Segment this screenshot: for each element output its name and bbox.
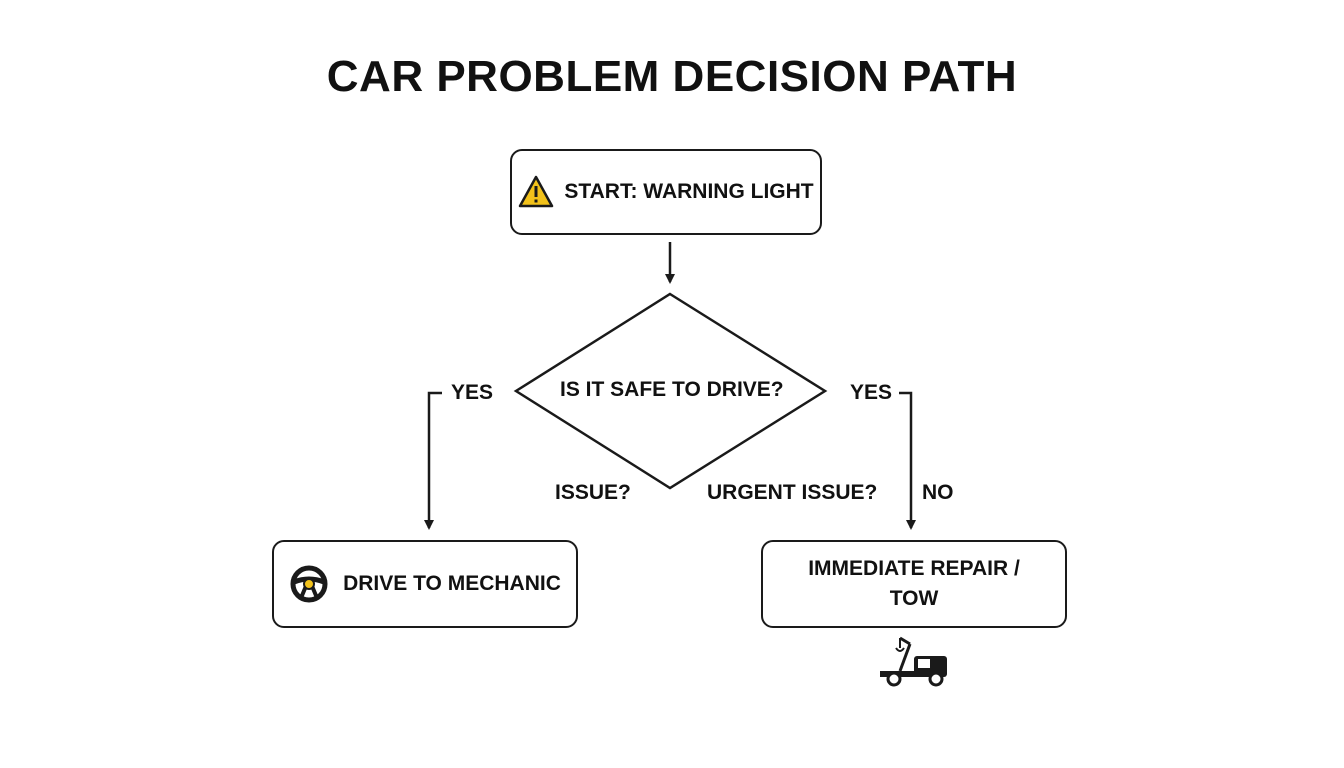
- edge-label-issue: ISSUE?: [555, 481, 631, 504]
- steering-wheel-icon: [290, 565, 328, 603]
- diagram-title: CAR PROBLEM DECISION PATH: [326, 52, 1018, 101]
- edge-label-yes-left: YES: [451, 381, 494, 404]
- tow-truck-icon: [880, 636, 947, 687]
- edge-label-urgent-issue: URGENT ISSUE?: [707, 481, 878, 504]
- start-node-label: START: WARNING LIGHT: [564, 180, 814, 203]
- drive-node: DRIVE TO MECHANIC: [272, 540, 578, 628]
- repair-node-label-line2: TOW: [889, 587, 939, 610]
- arrow-right-branch: [899, 391, 916, 530]
- decision-label: IS IT SAFE TO DRIVE?: [560, 378, 784, 401]
- edge-label-no: NO: [922, 481, 954, 504]
- arrow-left-branch: [424, 391, 442, 530]
- start-node: START: WARNING LIGHT: [510, 149, 822, 235]
- edge-label-yes-right: YES: [850, 381, 893, 404]
- decision-diamond: [513, 292, 828, 490]
- drive-node-label: DRIVE TO MECHANIC: [343, 572, 561, 595]
- repair-node-label-line1: IMMEDIATE REPAIR /: [808, 557, 1020, 580]
- repair-node: IMMEDIATE REPAIR / TOW: [761, 540, 1067, 628]
- warning-icon: [519, 175, 554, 208]
